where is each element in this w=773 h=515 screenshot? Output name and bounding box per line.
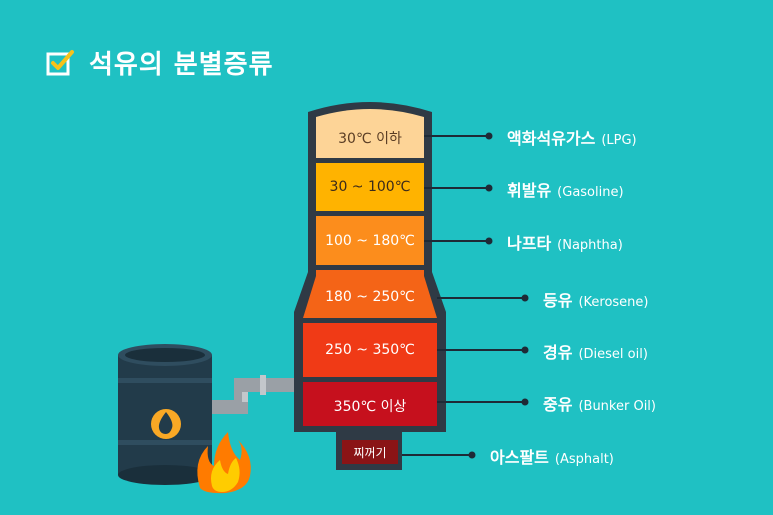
- fraction-english-name: (Kerosene): [578, 295, 649, 310]
- checkbox-icon: [46, 49, 74, 75]
- pipe-icon: [206, 375, 296, 414]
- fraction-connector-dot: [485, 237, 493, 245]
- fraction-temperature: 350℃ 이상: [333, 399, 407, 415]
- page-title: 석유의 분별증류: [89, 50, 274, 80]
- fraction-name: 등유: [543, 291, 573, 310]
- fraction-band: [316, 109, 424, 158]
- fraction-band: [303, 382, 437, 426]
- fraction-name: 경유: [543, 343, 573, 362]
- fraction-temperature: 30 ~ 100℃: [329, 179, 411, 195]
- residue-name: 아스팔트: [490, 448, 549, 467]
- fraction-english-name: (Naphtha): [557, 238, 623, 253]
- fraction-connector-dot: [521, 398, 529, 406]
- fraction-temperature: 30℃ 이하: [338, 131, 402, 147]
- residue-connector-dot: [468, 451, 476, 459]
- fraction-name: 나프타: [507, 234, 552, 253]
- fraction-english-name: (Diesel oil): [578, 347, 648, 362]
- residue-label: 찌꺼기: [353, 446, 387, 460]
- fraction-temperature: 100 ~ 180℃: [325, 233, 415, 249]
- oil-drop-icon: [151, 409, 181, 439]
- fraction-name: 액화석유가스: [507, 129, 596, 148]
- fraction-label: 액화석유가스 (LPG): [507, 125, 637, 149]
- fraction-name: 휘발유: [507, 181, 552, 200]
- fraction-label: 휘발유 (Gasoline): [507, 177, 624, 201]
- fraction-connector-dot: [521, 294, 529, 302]
- fraction-label: 경유 (Diesel oil): [543, 339, 648, 363]
- fraction-connector-dot: [485, 132, 493, 140]
- title-row: 석유의 분별증류: [45, 44, 274, 81]
- fraction-connector-dot: [521, 346, 529, 354]
- fraction-temperature: 180 ~ 250℃: [325, 289, 415, 305]
- fraction-label: 중유 (Bunker Oil): [543, 391, 656, 415]
- fraction-connector-dot: [485, 184, 493, 192]
- residue-english-name: (Asphalt): [554, 452, 614, 467]
- residue-label: 아스팔트 (Asphalt): [490, 444, 614, 468]
- fraction-english-name: (Bunker Oil): [578, 399, 656, 414]
- fraction-band: [316, 163, 424, 211]
- fire-icon: [197, 432, 251, 494]
- fraction-band: [303, 323, 437, 377]
- fraction-english-name: (LPG): [601, 133, 637, 148]
- fraction-temperature: 250 ~ 350℃: [325, 342, 415, 358]
- fraction-english-name: (Gasoline): [557, 185, 624, 200]
- fraction-band: [303, 270, 437, 318]
- fraction-label: 나프타 (Naphtha): [507, 230, 623, 254]
- residue-band: [342, 440, 398, 464]
- fraction-band: [316, 216, 424, 265]
- fraction-label: 등유 (Kerosene): [543, 287, 649, 311]
- fraction-name: 중유: [543, 395, 573, 414]
